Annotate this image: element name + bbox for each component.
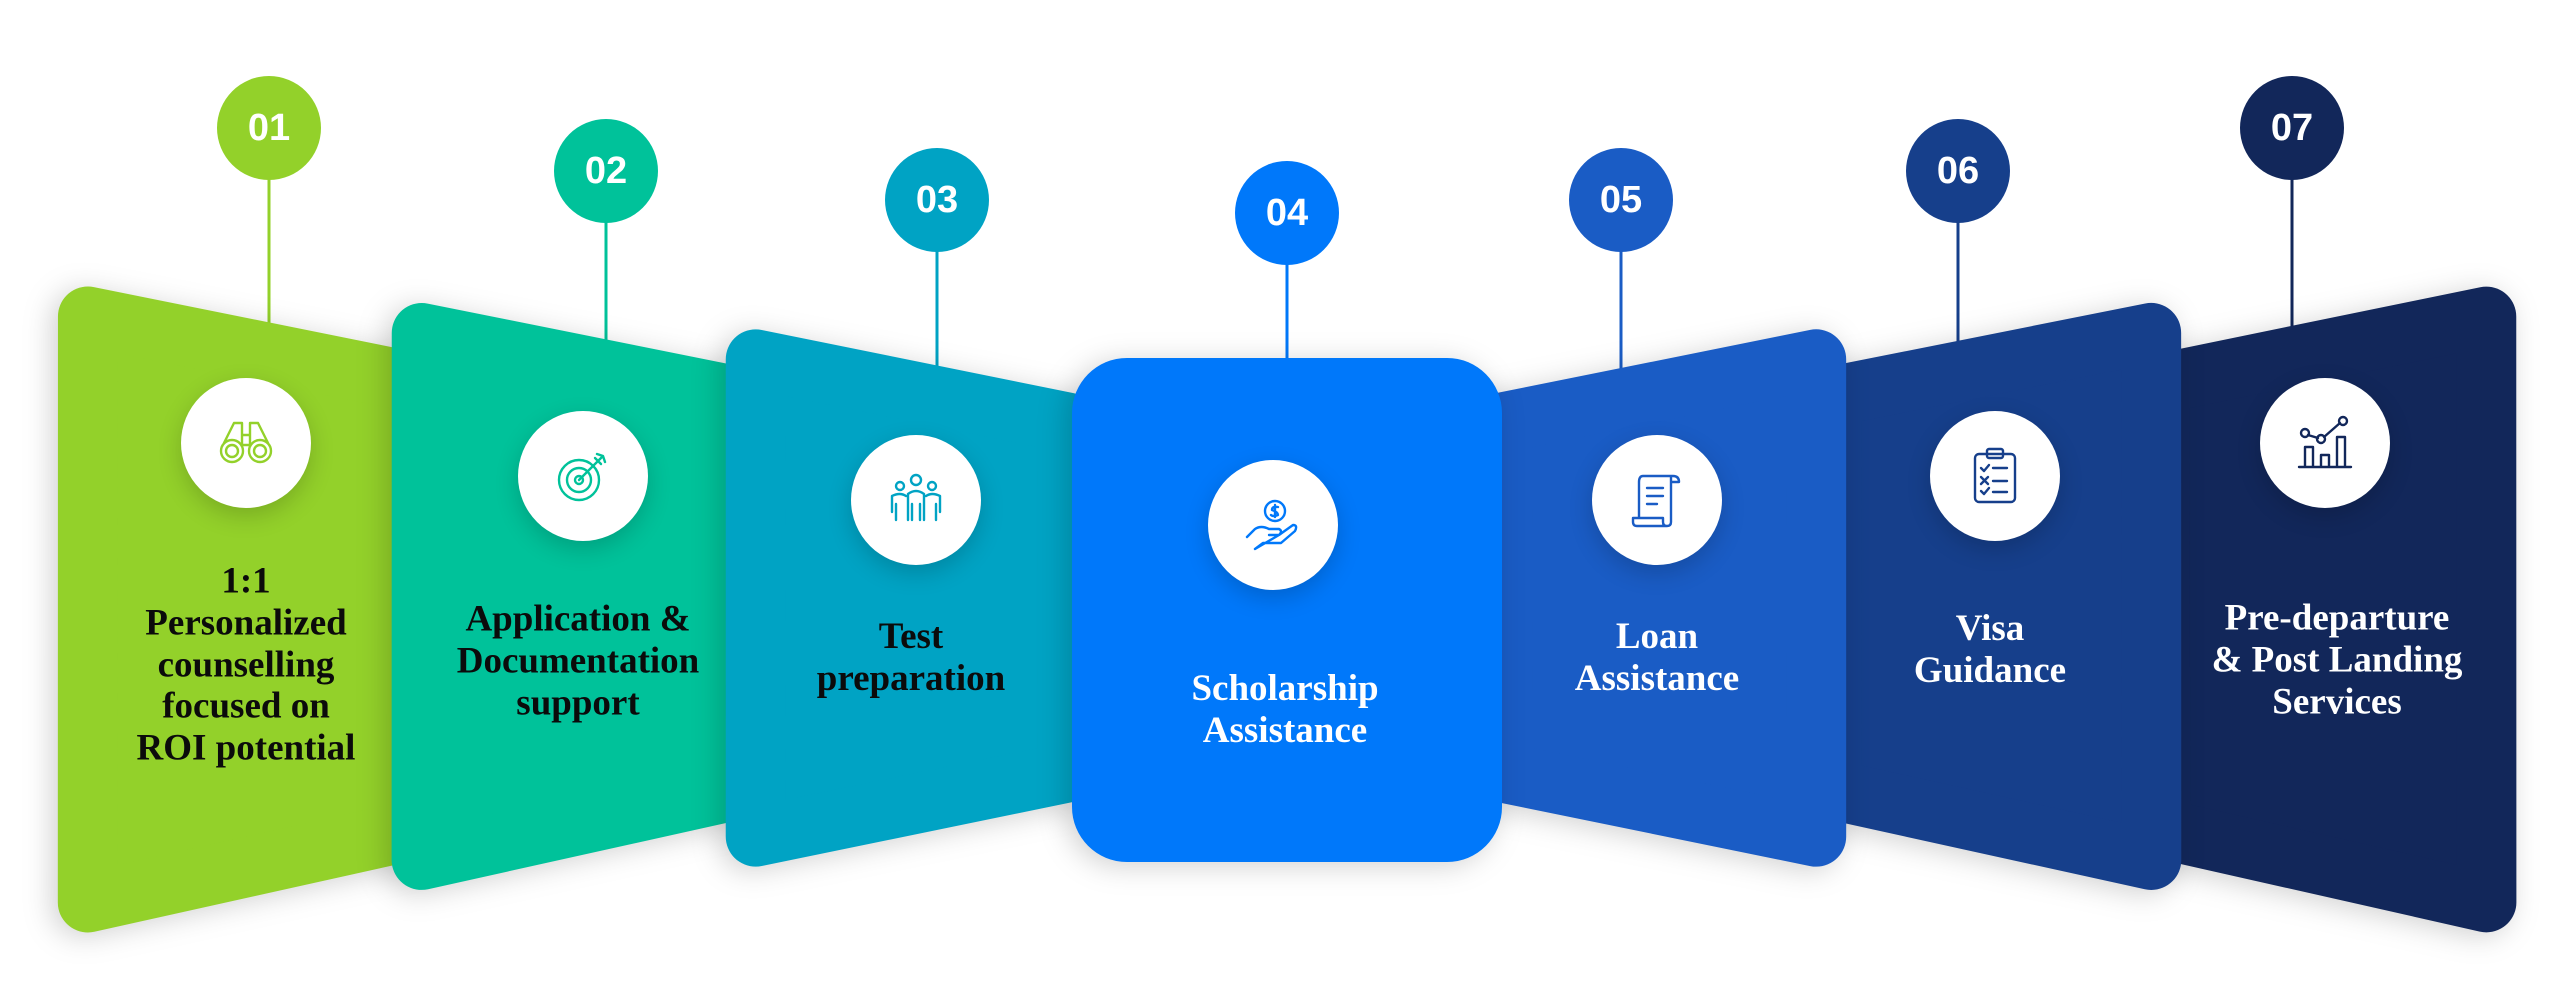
step-label-line: Application & xyxy=(465,598,691,640)
hand-coin-icon xyxy=(1208,460,1338,590)
step-label-line: Scholarship xyxy=(1191,668,1379,710)
step-label-line: support xyxy=(516,681,640,723)
step-label-line: 1:1 xyxy=(221,560,271,602)
step-number-badge: 05 xyxy=(1569,148,1673,252)
step-label-line: Guidance xyxy=(1913,650,2067,691)
step-label-line: Visa xyxy=(1955,608,2025,650)
step-label-line: Assistance xyxy=(1202,710,1368,751)
step-label-line: counselling xyxy=(157,644,335,686)
step-label-line: Pre-departure xyxy=(2224,597,2450,639)
step-label-line: Personalized xyxy=(145,602,347,644)
step-number-badge: 01 xyxy=(217,76,321,180)
step-label-line: Loan xyxy=(1615,616,1699,658)
step-label-line: Services xyxy=(2272,680,2402,722)
step-number-badge: 04 xyxy=(1235,161,1339,265)
step-label-line: preparation xyxy=(816,658,1006,699)
step-panel-04 xyxy=(1072,358,1502,862)
team-icon xyxy=(851,435,981,565)
step-label-line: ROI potential xyxy=(136,727,356,769)
step-number-badge: 06 xyxy=(1906,119,2010,223)
step-label-line: Assistance xyxy=(1574,658,1740,699)
step-number-badge: 03 xyxy=(885,148,989,252)
step-label-line: focused on xyxy=(162,685,330,727)
clipboard-checklist-icon xyxy=(1930,411,2060,541)
step-panel-05 xyxy=(1472,329,1847,867)
step-panel-03 xyxy=(725,329,1098,867)
target-arrow-icon xyxy=(518,411,648,541)
step-label-line: Test xyxy=(878,616,944,658)
growth-chart-icon xyxy=(2260,378,2390,508)
step-label-line: & Post Landing xyxy=(2211,639,2463,681)
binoculars-icon xyxy=(181,378,311,508)
step-number-badge: 07 xyxy=(2240,76,2344,180)
step-number-badge: 02 xyxy=(554,119,658,223)
scroll-document-icon xyxy=(1592,435,1722,565)
step-label-line: Documentation xyxy=(456,640,700,682)
